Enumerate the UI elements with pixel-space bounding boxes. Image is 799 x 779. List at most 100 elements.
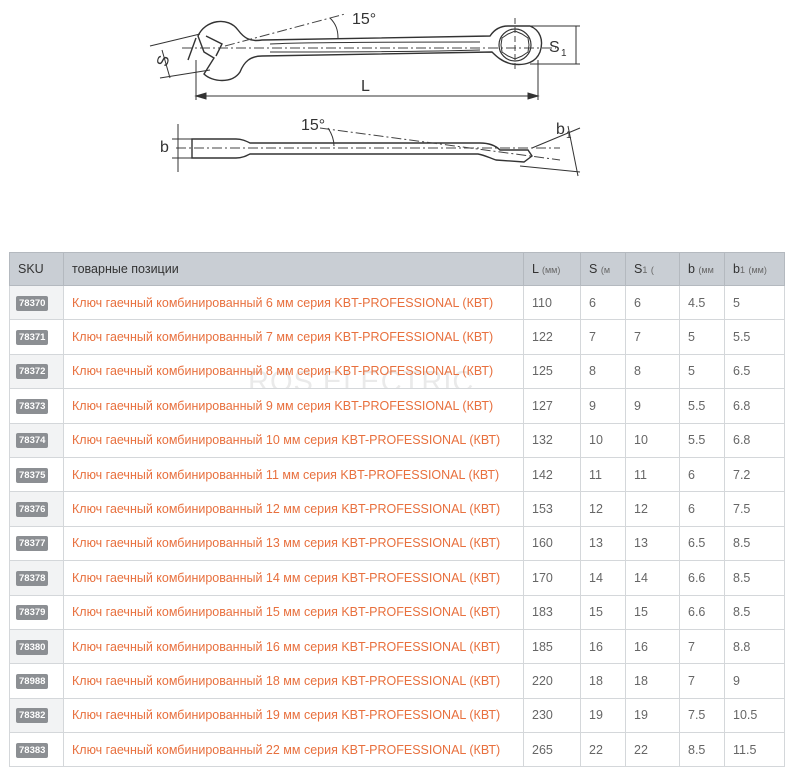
product-link[interactable]: Ключ гаечный комбинированный 14 мм серия… <box>72 570 501 585</box>
sku-cell: 78370 <box>9 284 64 321</box>
sku-badge: 78379 <box>16 605 49 621</box>
sku-badge: 78377 <box>16 536 49 552</box>
angle-top-label: 15° <box>352 11 376 28</box>
dim-b1-sub: 1 <box>566 130 572 141</box>
name-cell: Ключ гаечный комбинированный 14 мм серия… <box>63 560 524 596</box>
sku-cell: 78376 <box>9 491 64 527</box>
name-cell: Ключ гаечный комбинированный 8 мм серия … <box>63 353 524 390</box>
s-cell: 22 <box>580 732 626 768</box>
l-cell: 153 <box>523 491 581 527</box>
dim-l-label: L <box>361 78 370 95</box>
dim-s1-label: S <box>549 39 560 56</box>
b1-cell: 11.5 <box>724 732 785 768</box>
l-cell: 110 <box>523 284 581 321</box>
wrench-drawing: 15° S S 1 L 15° b b 1 <box>149 11 581 177</box>
sku-badge: 78383 <box>16 742 49 758</box>
s-cell: 11 <box>580 456 626 493</box>
product-link[interactable]: Ключ гаечный комбинированный 7 мм серия … <box>72 330 494 345</box>
s-cell: 10 <box>580 422 626 458</box>
b1-cell: 6.5 <box>724 353 785 390</box>
s-cell: 16 <box>580 628 626 665</box>
sku-badge: 78382 <box>16 708 49 724</box>
sku-cell: 78378 <box>9 560 64 596</box>
spec-table: SKU товарные позиции L (мм) S (м S1 ( b … <box>9 252 785 768</box>
header-b: b (мм <box>679 252 725 286</box>
b-cell: 6.6 <box>679 594 725 630</box>
b1-cell: 6.8 <box>724 388 785 424</box>
sku-badge: 78370 <box>16 295 49 311</box>
b1-cell: 8.5 <box>724 594 785 630</box>
s1-cell: 6 <box>625 284 680 321</box>
b1-cell: 5 <box>724 284 785 321</box>
sku-cell: 78374 <box>9 422 64 458</box>
b-cell: 6.6 <box>679 560 725 596</box>
sku-badge: 78378 <box>16 570 49 586</box>
product-link[interactable]: Ключ гаечный комбинированный 6 мм серия … <box>72 295 494 310</box>
header-name: товарные позиции <box>63 252 524 286</box>
sku-cell: 78380 <box>9 628 64 665</box>
b1-cell: 7.2 <box>724 456 785 493</box>
s1-cell: 9 <box>625 388 680 424</box>
product-link[interactable]: Ключ гаечный комбинированный 22 мм серия… <box>72 742 501 757</box>
sku-badge: 78374 <box>16 433 49 449</box>
b1-cell: 7.5 <box>724 491 785 527</box>
header-s: S (м <box>580 252 626 286</box>
s1-cell: 10 <box>625 422 680 458</box>
product-link[interactable]: Ключ гаечный комбинированный 18 мм серия… <box>72 673 501 688</box>
product-link[interactable]: Ключ гаечный комбинированный 12 мм серия… <box>72 502 501 517</box>
table-row: 78380 Ключ гаечный комбинированный 16 мм … <box>9 628 785 665</box>
product-link[interactable]: Ключ гаечный комбинированный 9 мм серия … <box>72 398 494 413</box>
table-row: 78376 Ключ гаечный комбинированный 12 мм … <box>9 491 785 527</box>
b1-cell: 5.5 <box>724 319 785 355</box>
product-link[interactable]: Ключ гаечный комбинированный 15 мм серия… <box>72 605 501 620</box>
product-link[interactable]: Ключ гаечный комбинированный 13 мм серия… <box>72 536 501 551</box>
header-sku: SKU <box>9 252 64 286</box>
name-cell: Ключ гаечный комбинированный 22 мм серия… <box>63 732 524 768</box>
product-link[interactable]: Ключ гаечный комбинированный 11 мм серия… <box>72 467 500 482</box>
b1-cell: 8.5 <box>724 525 785 562</box>
product-link[interactable]: Ключ гаечный комбинированный 10 мм серия… <box>72 433 501 448</box>
s1-cell: 13 <box>625 525 680 562</box>
l-cell: 127 <box>523 388 581 424</box>
header-b1: b1 (мм) <box>724 252 785 286</box>
b-cell: 6 <box>679 491 725 527</box>
l-cell: 185 <box>523 628 581 665</box>
product-link[interactable]: Ключ гаечный комбинированный 16 мм серия… <box>72 639 501 654</box>
s1-cell: 19 <box>625 697 680 734</box>
name-cell: Ключ гаечный комбинированный 6 мм серия … <box>63 284 524 321</box>
name-cell: Ключ гаечный комбинированный 10 мм серия… <box>63 422 524 458</box>
s-cell: 19 <box>580 697 626 734</box>
b1-cell: 9 <box>724 663 785 699</box>
s-cell: 12 <box>580 491 626 527</box>
b1-cell: 6.8 <box>724 422 785 458</box>
name-cell: Ключ гаечный комбинированный 13 мм серия… <box>63 525 524 562</box>
s1-cell: 12 <box>625 491 680 527</box>
sku-cell: 78382 <box>9 697 64 734</box>
b-cell: 8.5 <box>679 732 725 768</box>
s-cell: 14 <box>580 560 626 596</box>
l-cell: 125 <box>523 353 581 390</box>
spec-table-body: 78370 Ключ гаечный комбинированный 6 мм с… <box>9 284 785 768</box>
name-cell: Ключ гаечный комбинированный 19 мм серия… <box>63 697 524 734</box>
s1-cell: 15 <box>625 594 680 630</box>
s-cell: 15 <box>580 594 626 630</box>
name-cell: Ключ гаечный комбинированный 12 мм серия… <box>63 491 524 527</box>
l-cell: 265 <box>523 732 581 768</box>
b1-cell: 8.8 <box>724 628 785 665</box>
s1-cell: 22 <box>625 732 680 768</box>
s-cell: 9 <box>580 388 626 424</box>
l-cell: 160 <box>523 525 581 562</box>
s1-cell: 14 <box>625 560 680 596</box>
s-cell: 8 <box>580 353 626 390</box>
product-link[interactable]: Ключ гаечный комбинированный 8 мм серия … <box>72 364 494 379</box>
dim-s1-sub: 1 <box>561 48 567 59</box>
sku-cell: 78988 <box>9 663 64 699</box>
product-link[interactable]: Ключ гаечный комбинированный 19 мм серия… <box>72 708 501 723</box>
b-cell: 4.5 <box>679 284 725 321</box>
l-cell: 142 <box>523 456 581 493</box>
header-l: L (мм) <box>523 252 581 286</box>
